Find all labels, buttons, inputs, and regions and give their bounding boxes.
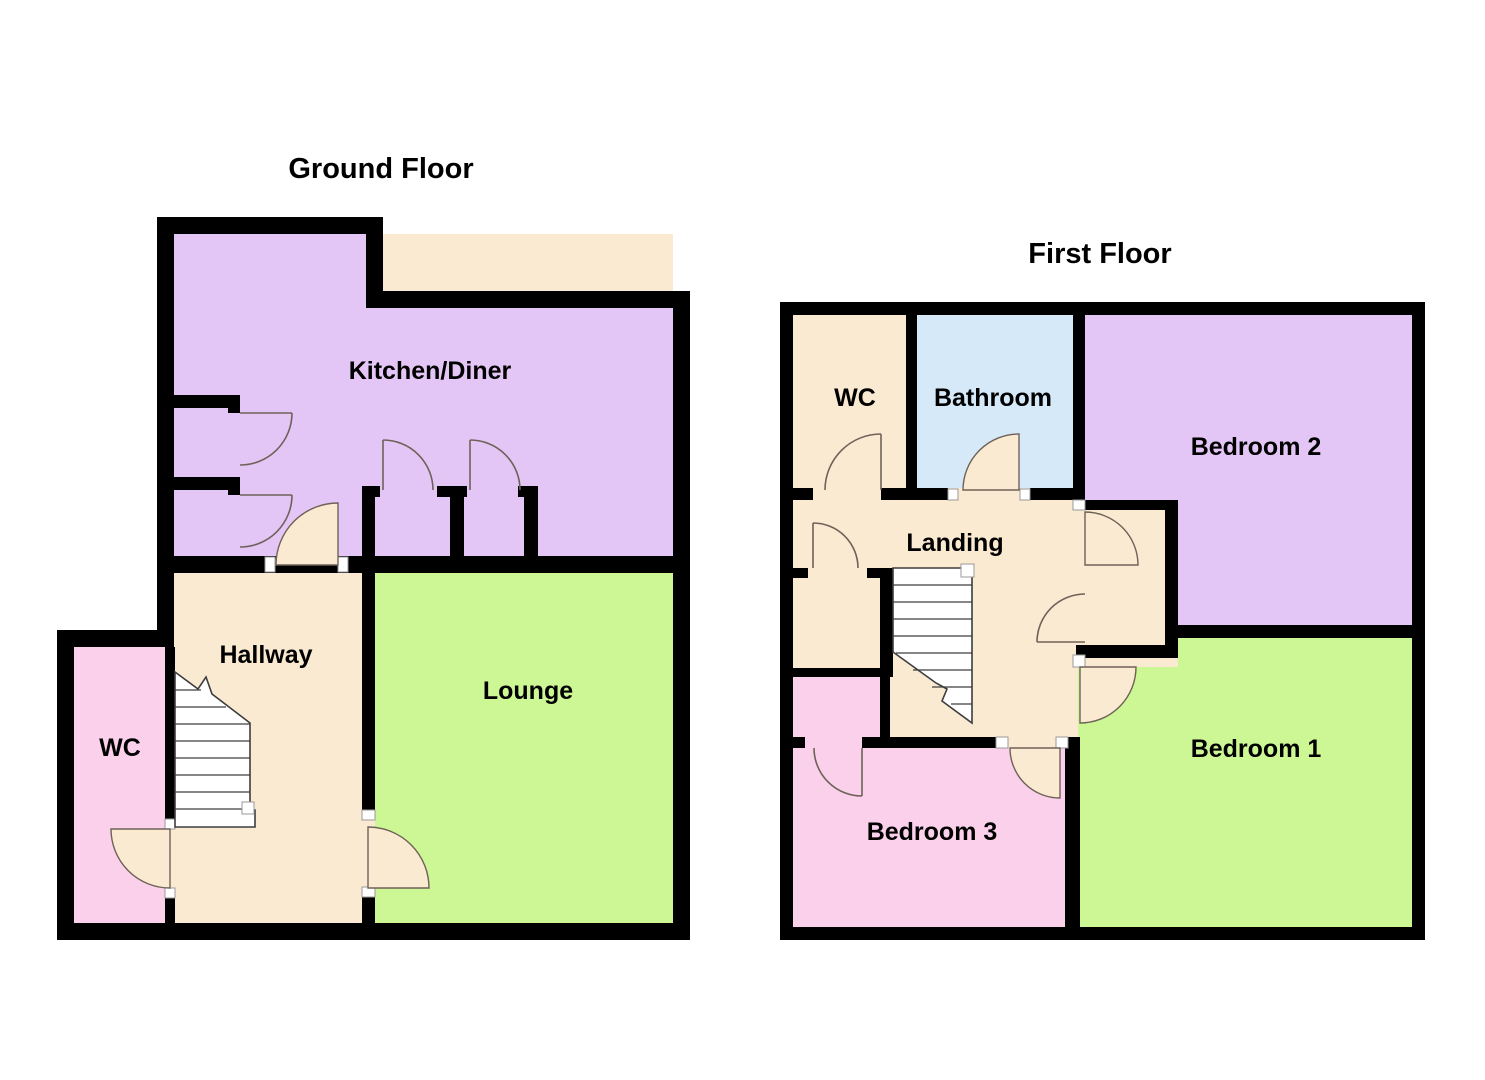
- wall: [366, 291, 690, 308]
- wc-first-label: WC: [834, 384, 876, 412]
- kitchen-hall-door: [275, 502, 339, 566]
- kitchen-cupboard-door-2: [239, 494, 293, 548]
- wall: [174, 477, 240, 490]
- kitchen-cupboard-door-1: [239, 412, 293, 466]
- wall: [780, 302, 1425, 315]
- door-threshold: [1072, 499, 1086, 511]
- bedroom3-vestibule: [793, 677, 880, 748]
- wall: [165, 898, 175, 923]
- wall: [362, 897, 375, 923]
- bedroom3-door: [1009, 747, 1061, 799]
- kitchen-alcove-door-2: [469, 439, 521, 491]
- bedroom1-area-upper: [1178, 638, 1412, 927]
- wall: [362, 486, 375, 573]
- wall: [524, 486, 538, 573]
- wall: [1076, 645, 1085, 655]
- staircase-first: [892, 563, 975, 725]
- wall: [780, 302, 793, 940]
- door-threshold: [1055, 736, 1069, 749]
- wall: [174, 395, 240, 408]
- wall: [906, 315, 917, 500]
- wall: [228, 395, 240, 413]
- stair-newel: [241, 801, 255, 815]
- wall: [1412, 302, 1425, 940]
- wc-ground-label: WC: [99, 734, 141, 762]
- wall: [793, 568, 808, 578]
- wall: [450, 486, 464, 573]
- first-floor-title: First Floor: [1028, 238, 1171, 270]
- ground-floor-plan: Ground Floor Kitchen/Diner Hallway WC Lo…: [57, 153, 690, 940]
- door-threshold: [361, 809, 376, 821]
- wall: [1085, 500, 1178, 510]
- wall: [917, 488, 948, 500]
- bedroom1-label: Bedroom 1: [1191, 735, 1322, 763]
- wall: [57, 630, 174, 647]
- wall: [880, 677, 890, 748]
- bedroom3-label: Bedroom 3: [867, 818, 998, 846]
- wall: [793, 668, 893, 677]
- closet-door: [1036, 593, 1086, 643]
- bathroom-label: Bathroom: [934, 384, 1052, 412]
- wall: [1073, 315, 1085, 500]
- wall: [1085, 645, 1178, 658]
- wall: [157, 217, 383, 234]
- door-threshold: [1072, 654, 1086, 668]
- door-threshold: [164, 818, 176, 830]
- bedroom2-door: [1084, 511, 1139, 566]
- door-threshold: [264, 556, 276, 573]
- ground-floor-title: Ground Floor: [288, 153, 473, 185]
- wall: [881, 488, 917, 500]
- lounge-label: Lounge: [483, 677, 573, 705]
- lounge-door: [367, 826, 430, 889]
- bedroom1-door: [1079, 666, 1137, 724]
- wall: [157, 217, 174, 647]
- wc-ground-door: [110, 828, 171, 889]
- stair-newel: [960, 563, 975, 578]
- door-threshold: [947, 488, 959, 501]
- bathroom-door: [962, 433, 1020, 491]
- wall: [780, 927, 1425, 940]
- wall: [862, 737, 996, 748]
- wall: [673, 291, 690, 940]
- door-threshold: [337, 556, 349, 573]
- wall: [57, 923, 690, 940]
- wall: [1165, 500, 1178, 658]
- landing-store-door: [812, 522, 859, 569]
- wall: [57, 630, 74, 940]
- landing-label: Landing: [906, 529, 1003, 557]
- door-threshold: [164, 887, 176, 899]
- wall: [165, 647, 175, 819]
- bedroom2-label: Bedroom 2: [1191, 433, 1322, 461]
- wall: [1030, 488, 1073, 500]
- wc-first-door: [824, 433, 882, 491]
- wall: [1165, 625, 1412, 638]
- wall: [793, 737, 805, 748]
- wall: [880, 568, 893, 677]
- hallway-label: Hallway: [219, 641, 312, 669]
- wall: [793, 488, 813, 500]
- door-threshold: [1019, 488, 1031, 501]
- bedroom3-vestibule-door: [813, 747, 863, 797]
- kitchen-alcove-door-1: [382, 439, 434, 491]
- wall: [366, 217, 383, 308]
- wall: [362, 556, 375, 810]
- wall: [157, 556, 690, 573]
- kitchen-label: Kitchen/Diner: [349, 357, 512, 385]
- first-floor-plan: First Floor WC Bathroom Bedroom 2 Landin…: [780, 238, 1425, 940]
- wall: [1065, 737, 1080, 927]
- door-threshold: [995, 736, 1009, 749]
- wall: [228, 477, 240, 495]
- staircase-ground: [174, 670, 256, 828]
